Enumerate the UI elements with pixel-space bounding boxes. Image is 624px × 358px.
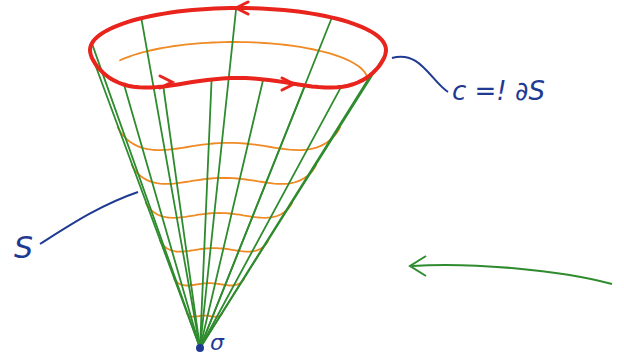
- stroke: [200, 8, 236, 348]
- level-curves: [118, 42, 368, 317]
- stroke: [146, 203, 292, 218]
- stroke: [90, 8, 386, 88]
- apex-label: σ: [210, 330, 224, 355]
- stroke: [118, 127, 340, 150]
- stroke: [160, 76, 172, 88]
- boundary-label: c =! ∂S: [452, 76, 545, 106]
- stroke: [141, 18, 200, 348]
- surface-label: S: [14, 230, 33, 265]
- stroke: [200, 87, 341, 348]
- leader-line: [40, 192, 138, 244]
- stroke: [132, 165, 316, 184]
- green-arrow: [412, 265, 612, 284]
- stroke: [124, 85, 200, 348]
- stroke: [200, 55, 385, 348]
- stroke: [160, 240, 268, 251]
- stroke: [200, 74, 371, 348]
- stroke: [236, 2, 248, 14]
- stroke: [200, 80, 212, 349]
- apex-point: [196, 344, 204, 352]
- arrow-head: [410, 256, 426, 276]
- cone-rulings: [92, 8, 385, 348]
- stroke: [120, 42, 367, 80]
- stroke: [200, 18, 332, 349]
- boundary-curve: [90, 2, 386, 90]
- stroke: [163, 87, 200, 349]
- leader-lines: [40, 57, 612, 352]
- stroke: [282, 78, 294, 90]
- leader-line: [392, 57, 448, 92]
